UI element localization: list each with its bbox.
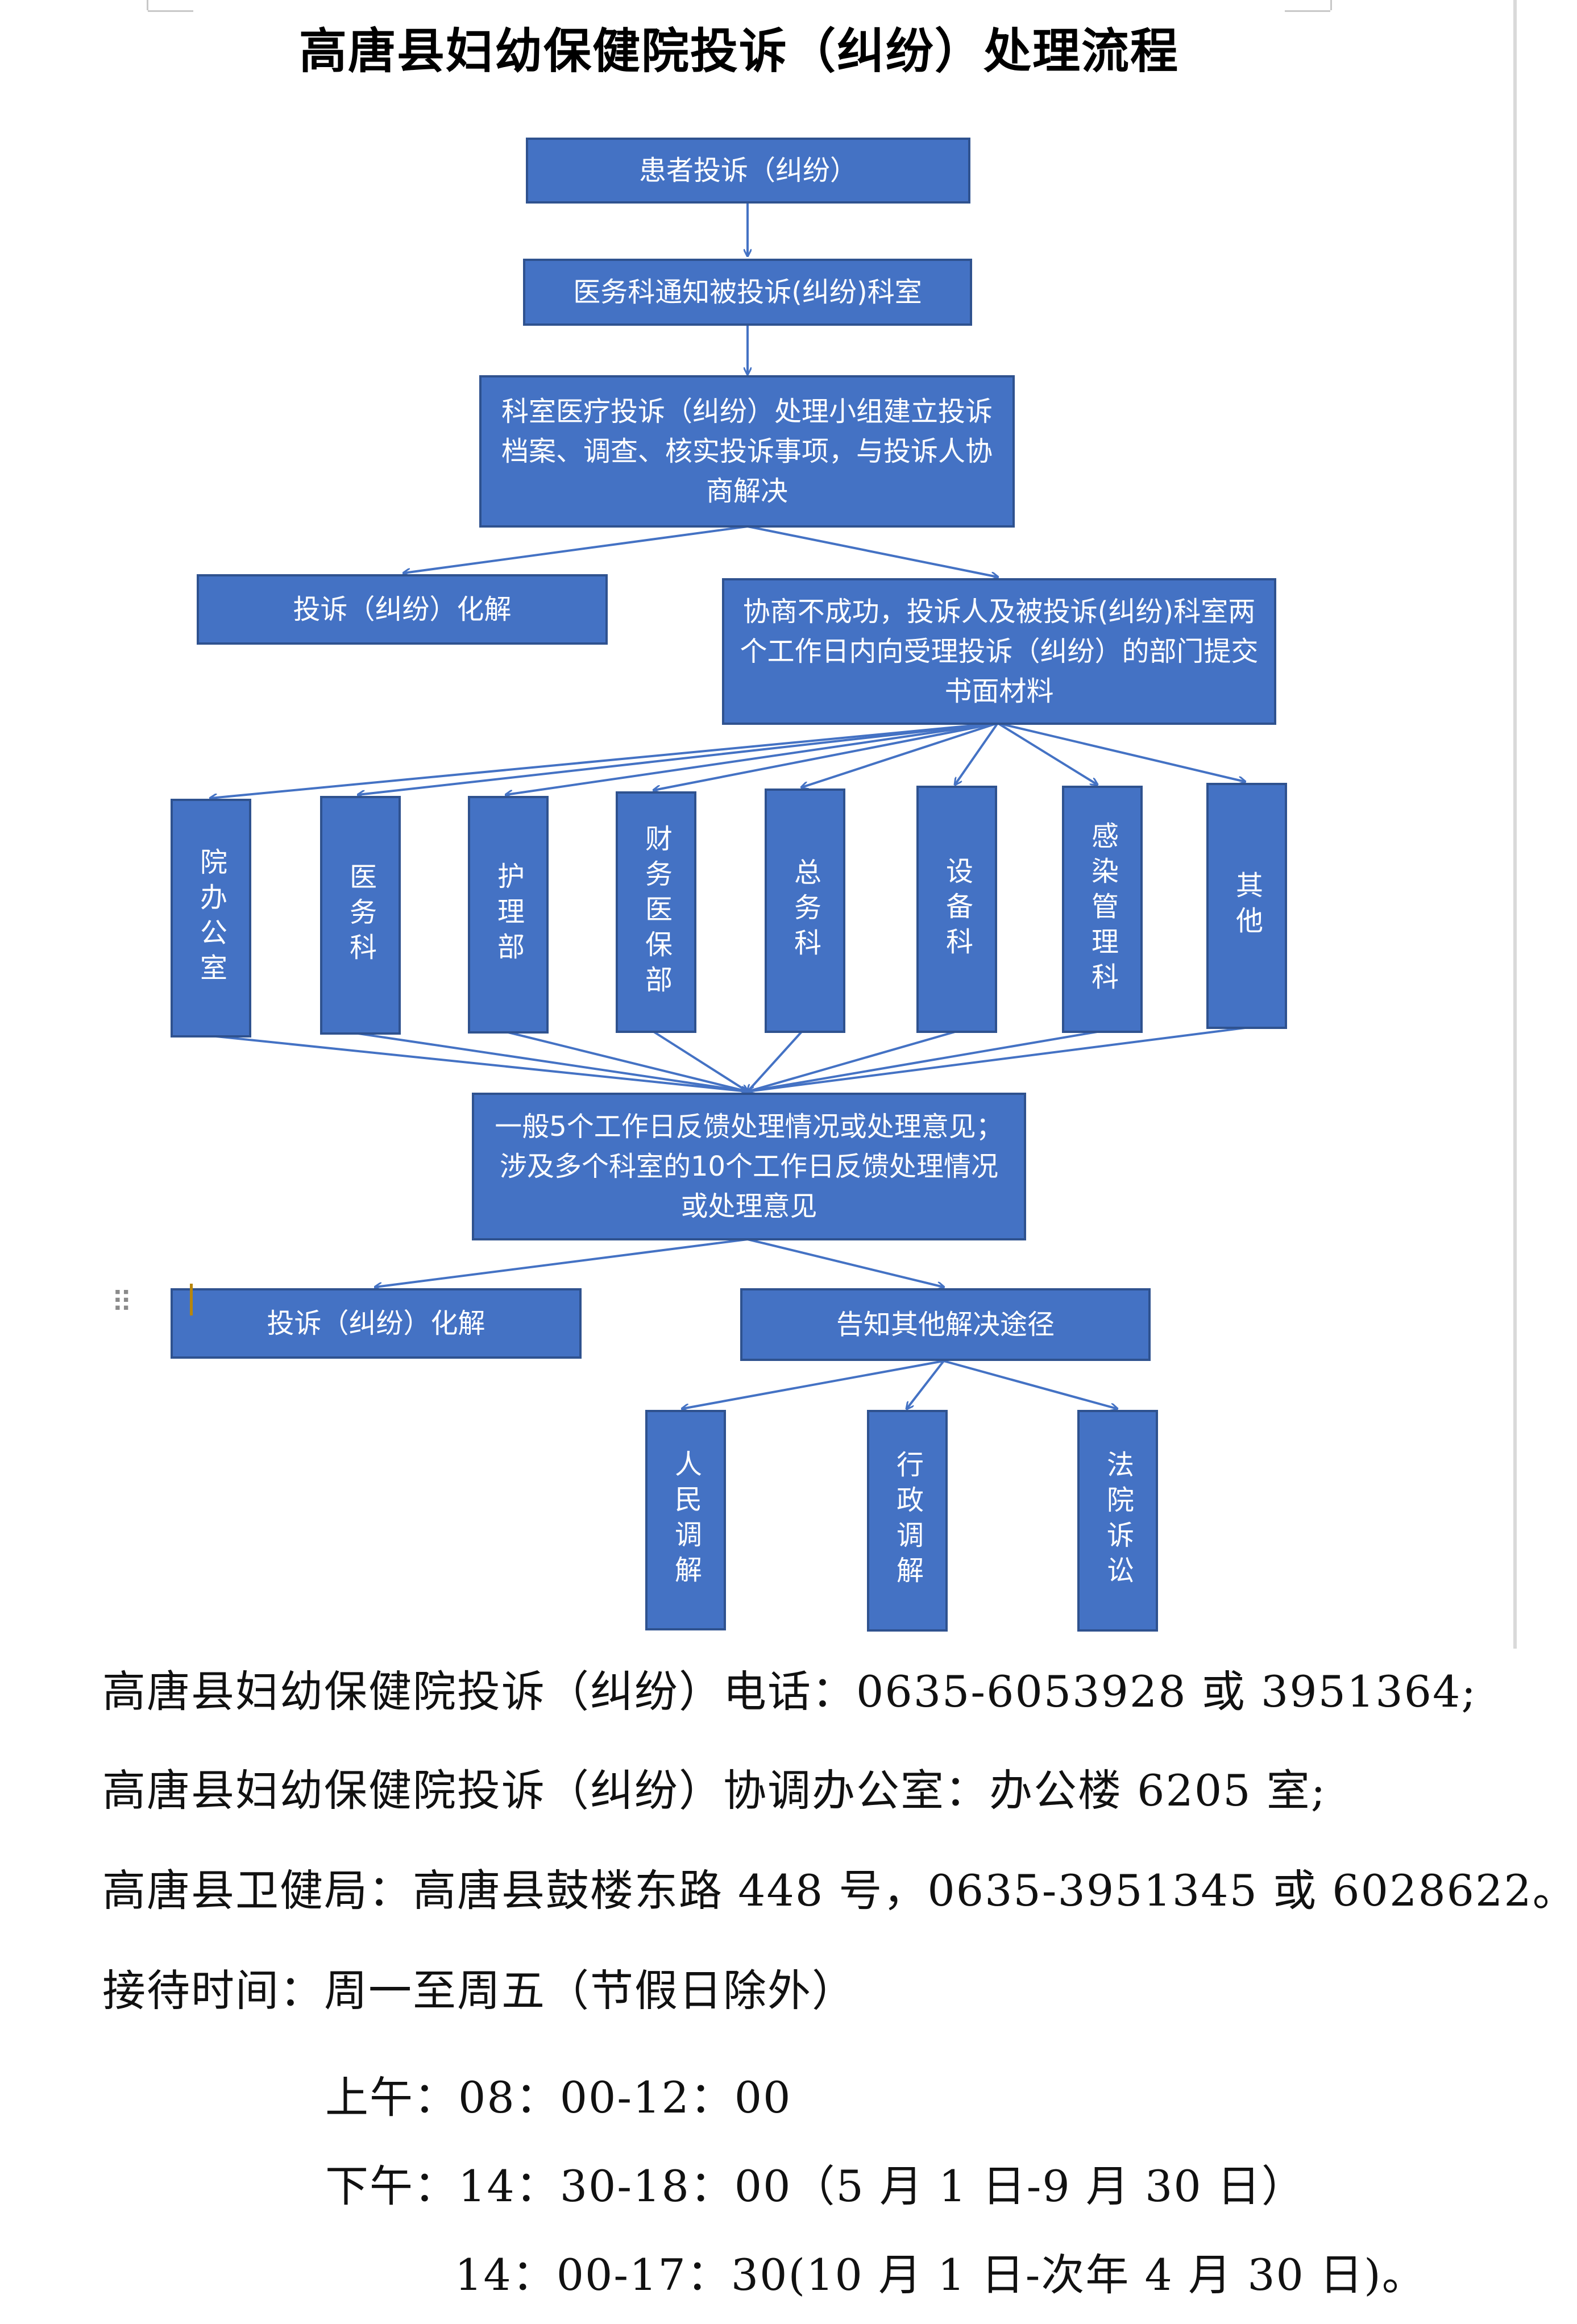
dept-other: 其他 [1206,783,1287,1029]
channel-label: 人民调解 [670,1450,702,1591]
step-investigate-negotiate: 科室医疗投诉（纠纷）处理小组建立投诉档案、调查、核实投诉事项，与投诉人协商解决 [479,375,1015,528]
channel-label: 法院诉讼 [1102,1450,1134,1591]
step-notify-department: 医务科通知被投诉(纠纷)科室 [523,259,972,326]
connector-arrow [358,722,998,795]
channel-administrative-mediation: 行政调解 [867,1410,948,1632]
connector-arrow [404,525,748,573]
connector-arrow [748,1027,1246,1092]
connector-arrow [748,1031,1098,1092]
connector-arrow [210,722,998,798]
page-corner-mark [1285,0,1330,12]
step-resolved-2: 投诉（纠纷）化解 [171,1288,582,1359]
dept-label: 院办公室 [195,848,227,989]
dept-label: 其他 [1231,870,1263,941]
info-health-bureau: 高唐县卫健局：高唐县鼓楼东路 448 号，0635-3951345 或 6028… [102,1865,1577,1916]
channel-label: 行政调解 [891,1450,923,1591]
connector-arrow [747,525,998,577]
page-corner-mark [136,0,148,10]
dept-finance-insurance: 财务医保部 [616,791,696,1033]
step-patient-complaint: 患者投诉（纠纷） [526,138,970,204]
info-office: 高唐县妇幼保健院投诉（纠纷）协调办公室：办公楼 6205 室; [102,1765,1327,1816]
page-title: 高唐县妇幼保健院投诉（纠纷）处理流程 [298,23,1179,79]
step-label: 科室医疗投诉（纠纷）处理小组建立投诉档案、调查、核实投诉事项，与投诉人协商解决 [501,396,993,507]
connector-arrow [682,1360,944,1409]
text-cursor [190,1284,193,1315]
connector-arrow [748,1031,956,1092]
step-label: 一般5个工作日反馈处理情况或处理意见；涉及多个科室的10个工作日反馈处理情况或处… [495,1111,1003,1222]
connector-arrow [375,1238,748,1287]
step-label: 告知其他解决途径 [836,1309,1055,1341]
connector-arrow [997,722,1245,782]
connector-arrow [210,1035,748,1092]
step-feedback: 一般5个工作日反馈处理情况或处理意见；涉及多个科室的10个工作日反馈处理情况或处… [472,1093,1026,1240]
channel-court-litigation: 法院诉讼 [1077,1410,1158,1632]
connector-arrow [358,1032,748,1092]
dept-label: 设备科 [941,856,973,962]
connector-arrow [748,1031,803,1092]
step-label: 投诉（纠纷）化解 [293,594,512,625]
connector-arrow [506,722,998,795]
info-afternoon-winter: 14：00-17：30(10 月 1 日-次年 4 月 30 日)。 [455,2250,1426,2300]
dept-label: 总务科 [789,858,821,964]
flow-connectors [0,202,1524,2324]
connector-arrow [997,722,1097,785]
step-label: 投诉（纠纷）化解 [267,1308,485,1339]
connector-arrow [943,1360,1117,1409]
dept-medical-affairs: 医务科 [320,796,401,1035]
dept-label: 财务医保部 [640,824,672,1001]
channel-people-mediation: 人民调解 [645,1410,726,1630]
step-negotiation-failed: 协商不成功，投诉人及被投诉(纠纷)科室两个工作日内向受理投诉（纠纷）的部门提交书… [722,578,1276,725]
dept-infection-control: 感染管理科 [1062,786,1143,1033]
info-phone: 高唐县妇幼保健院投诉（纠纷）电话：0635-6053928 或 3951364; [102,1666,1477,1717]
step-other-channels: 告知其他解决途径 [740,1288,1151,1361]
dept-general-affairs: 总务科 [765,789,845,1033]
connector-arrow [907,1360,945,1409]
dept-nursing: 护理部 [468,796,549,1034]
step-label: 协商不成功，投诉人及被投诉(纠纷)科室两个工作日内向受理投诉（纠纷）的部门提交书… [740,596,1259,707]
connector-arrow [802,722,998,787]
dept-label: 医务科 [345,862,376,968]
dept-equipment: 设备科 [916,786,997,1033]
connector-arrow [747,1238,944,1287]
dept-president-office: 院办公室 [171,799,251,1038]
step-label: 患者投诉（纠纷） [638,155,857,186]
step-resolved-1: 投诉（纠纷）化解 [197,574,608,645]
info-reception-time: 接待时间：周一至周五（节假日除外） [102,1965,856,2016]
dept-label: 感染管理科 [1086,821,1118,998]
info-afternoon-summer: 下午：14：30-18：00（5 月 1 日-9 月 30 日） [325,2161,1306,2211]
connector-arrow [653,1031,748,1092]
connector-arrow [955,722,999,785]
dept-label: 护理部 [492,862,524,968]
info-morning-hours: 上午：08：00-12：00 [325,2072,792,2123]
drag-handle-icon[interactable]: ⠿ [111,1286,132,1319]
page-edge-scrollbar[interactable] [1513,0,1517,1649]
connector-arrow [654,722,998,790]
connector-arrow [505,1031,748,1092]
page-corner-mark [1330,0,1342,10]
step-label: 医务科通知被投诉(纠纷)科室 [573,276,922,308]
page-corner-mark [148,0,193,12]
